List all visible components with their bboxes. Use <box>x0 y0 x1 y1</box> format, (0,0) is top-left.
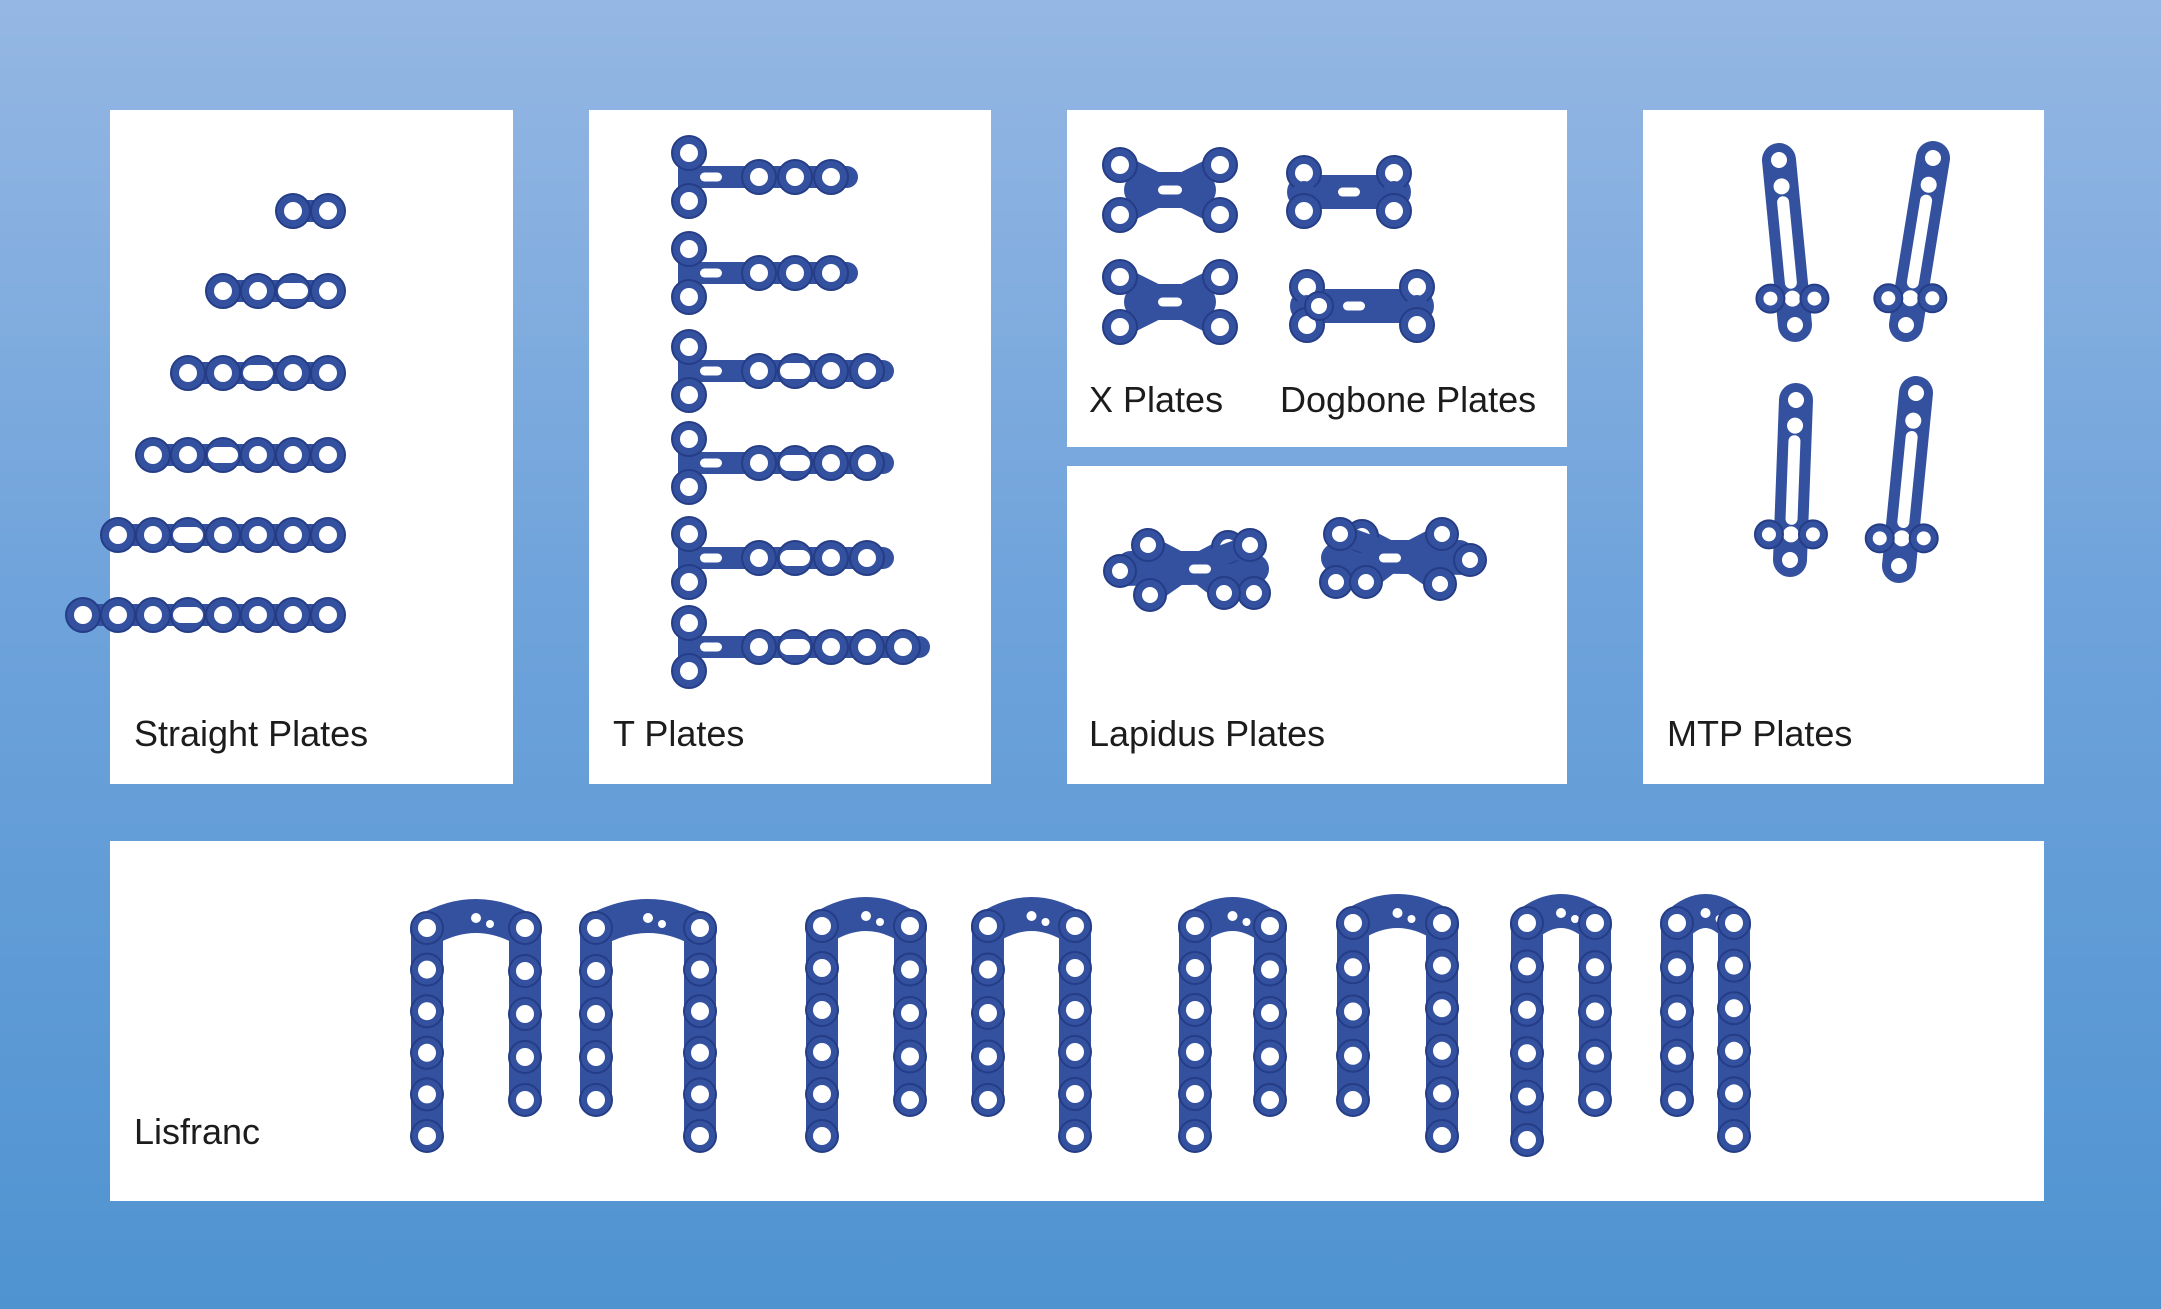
lisfranc-plates-panel: Lisfranc <box>110 841 2044 1201</box>
straight-plate-3 <box>170 355 346 391</box>
t-plates-panel: T Plates <box>589 110 991 784</box>
lapidus-plate-2 <box>1319 517 1487 601</box>
lapidus-plates-label: Lapidus Plates <box>1089 713 1326 754</box>
straight-plates-panel: Straight Plates <box>65 110 513 784</box>
dogbone-plate-2 <box>1289 269 1435 343</box>
lisfranc-plate-8 <box>1660 894 1751 1153</box>
t-plates-label: T Plates <box>613 713 745 754</box>
x-plate-2 <box>1102 259 1238 345</box>
x-dogbone-plates-panel: X Plates Dogbone Plates <box>1067 110 1567 447</box>
lisfranc-plate-1 <box>410 899 542 1153</box>
t-plate-1 <box>671 135 858 219</box>
lisfranc-plates-illustration <box>410 894 1751 1157</box>
dogbone-plates-label: Dogbone Plates <box>1280 379 1537 420</box>
mtp-plate-2 <box>1873 141 1950 342</box>
x-plate-1 <box>1102 147 1238 233</box>
lisfranc-label: Lisfranc <box>134 1111 261 1152</box>
mtp-plates-panel: MTP Plates <box>1643 110 2044 784</box>
straight-plate-1 <box>275 193 346 229</box>
lisfranc-plate-5 <box>1178 897 1287 1153</box>
mtp-plates-label: MTP Plates <box>1667 713 1853 754</box>
straight-plates-illustration <box>65 193 346 633</box>
lisfranc-plate-2 <box>579 899 717 1153</box>
mtp-plates-illustration <box>1753 141 1950 583</box>
lisfranc-plate-3 <box>805 897 927 1153</box>
lapidus-plates-panel: Lapidus Plates <box>1067 466 1567 784</box>
mtp-plate-1 <box>1755 143 1830 342</box>
mtp-plate-3 <box>1753 383 1828 577</box>
lisfranc-plate-6 <box>1336 894 1459 1153</box>
straight-plates-label: Straight Plates <box>134 713 369 754</box>
lisfranc-plate-4 <box>971 897 1092 1153</box>
t-plate-6 <box>671 605 930 689</box>
straight-plate-2 <box>205 273 346 309</box>
t-plate-3 <box>671 329 894 413</box>
x-dogbone-plates-illustration <box>1102 147 1435 345</box>
dogbone-plate-1 <box>1286 155 1412 229</box>
mtp-plate-4 <box>1864 376 1939 583</box>
lapidus-plate-1 <box>1103 528 1271 612</box>
x-plates-label: X Plates <box>1089 379 1224 420</box>
straight-plate-5 <box>100 517 346 553</box>
t-plates-illustration <box>671 135 930 689</box>
straight-plate-6 <box>65 597 346 633</box>
straight-plate-4 <box>135 437 346 473</box>
t-plate-5 <box>671 516 894 600</box>
t-plate-4 <box>671 421 894 505</box>
lisfranc-plate-7 <box>1510 894 1612 1157</box>
lapidus-plates-illustration <box>1103 517 1487 612</box>
t-plate-2 <box>671 231 858 315</box>
